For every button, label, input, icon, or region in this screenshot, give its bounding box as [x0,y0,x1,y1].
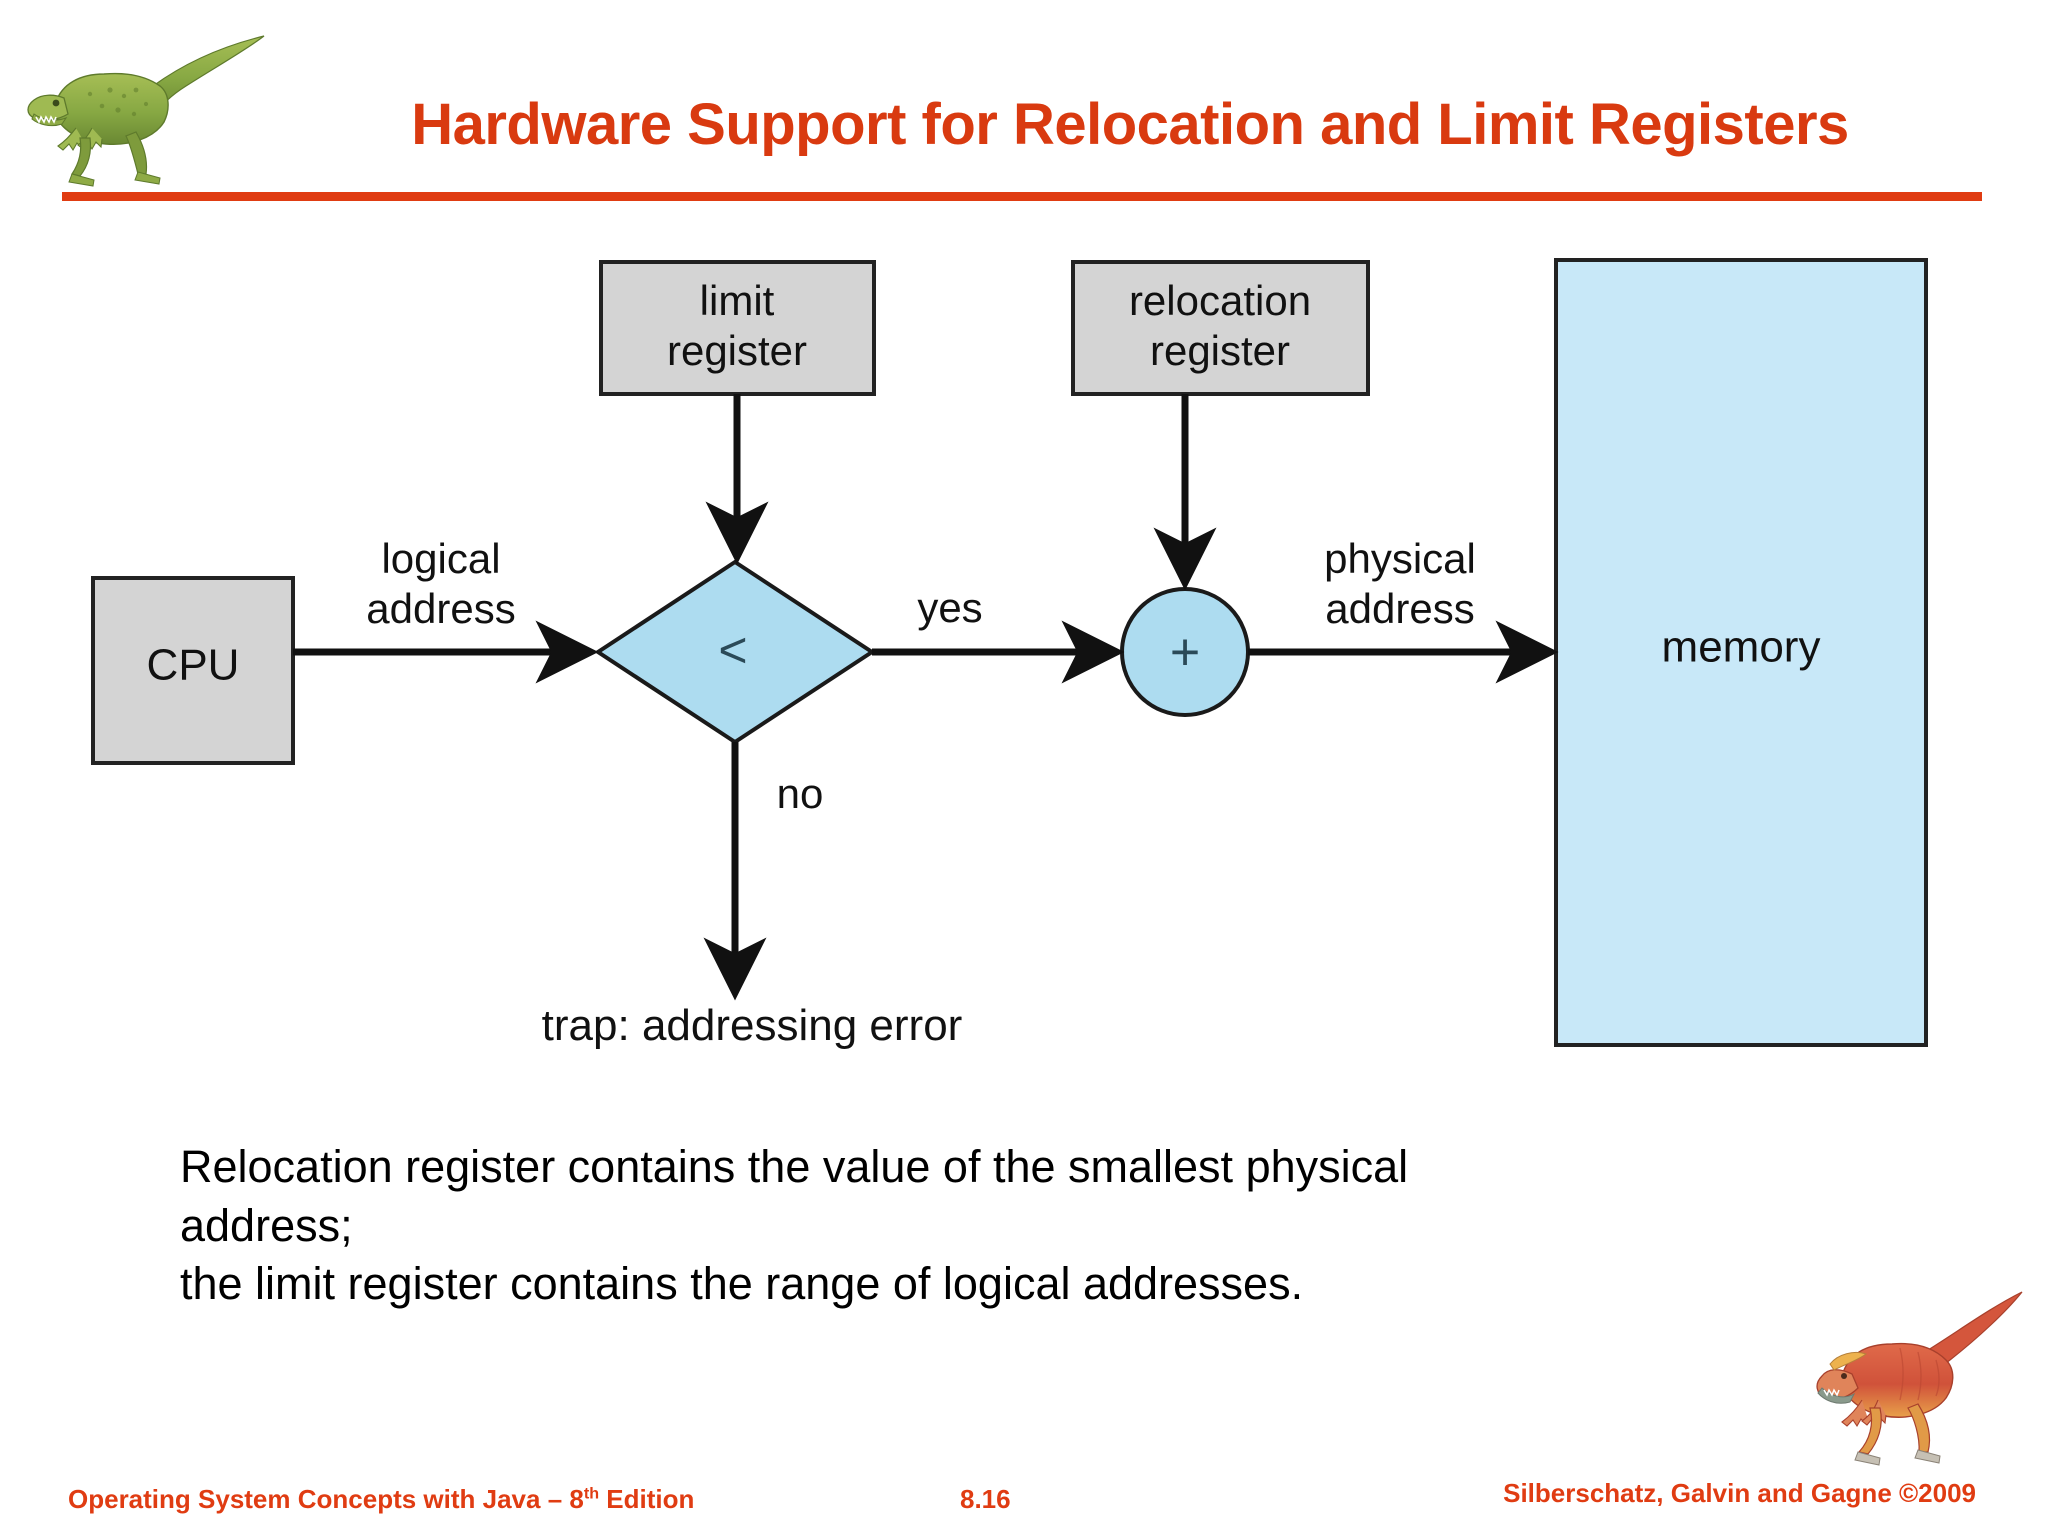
limit-register-label-line2: register [667,327,807,374]
logical-address-label-line2: address [366,585,515,632]
adder-node: + [1120,587,1250,717]
relocation-register-label-line1: relocation [1129,277,1311,324]
adder-operator-label: + [1170,624,1200,682]
footer-edition-text: Operating System Concepts with Java – 8t… [68,1484,694,1515]
logical-address-label-line1: logical [381,535,500,582]
memory-label: memory [1662,623,1821,672]
title-underline-rule [62,192,1982,201]
cpu-node: CPU [91,576,295,765]
cpu-label: CPU [147,641,240,690]
slide-header: Hardware Support for Relocation and Limi… [0,0,2048,210]
relocation-register-node: relocation register [1071,260,1370,396]
footer-edition-prefix: Operating System Concepts with Java – 8 [68,1484,584,1514]
no-branch-label: no [777,770,824,817]
body-line-2: address; [180,1199,353,1251]
green-dinosaur-icon [18,24,273,194]
relocation-limit-register-diagram: limit register relocation register CPU m… [0,210,2048,1110]
slide-footer: Operating System Concepts with Java – 8t… [0,1466,2048,1536]
body-line-3: the limit register contains the range of… [180,1258,1304,1309]
trap-label: trap: addressing error [542,1001,963,1050]
footer-edition-suffix: Edition [599,1484,695,1514]
physical-address-label-line1: physical [1324,535,1476,582]
physical-address-label-line2: address [1325,585,1474,632]
footer-edition-ordinal: th [583,1484,600,1503]
footer-copyright: Silberschatz, Galvin and Gagne ©2009 [1503,1478,1976,1508]
limit-register-label-line1: limit [700,277,775,324]
relocation-register-label-line2: register [1150,327,1290,374]
compare-operator-label: < [718,622,747,678]
red-dinosaur-icon [1800,1290,2035,1480]
body-paragraph: Relocation register contains the value o… [180,1138,1900,1314]
yes-branch-label: yes [917,584,982,631]
footer-page-number: 8.16 [960,1484,1011,1514]
compare-node: < [594,559,876,745]
memory-node: memory [1554,258,1928,1047]
limit-register-node: limit register [599,260,876,396]
body-line-1: Relocation register contains the value o… [180,1141,1409,1192]
page-title: Hardware Support for Relocation and Limi… [411,92,1849,157]
